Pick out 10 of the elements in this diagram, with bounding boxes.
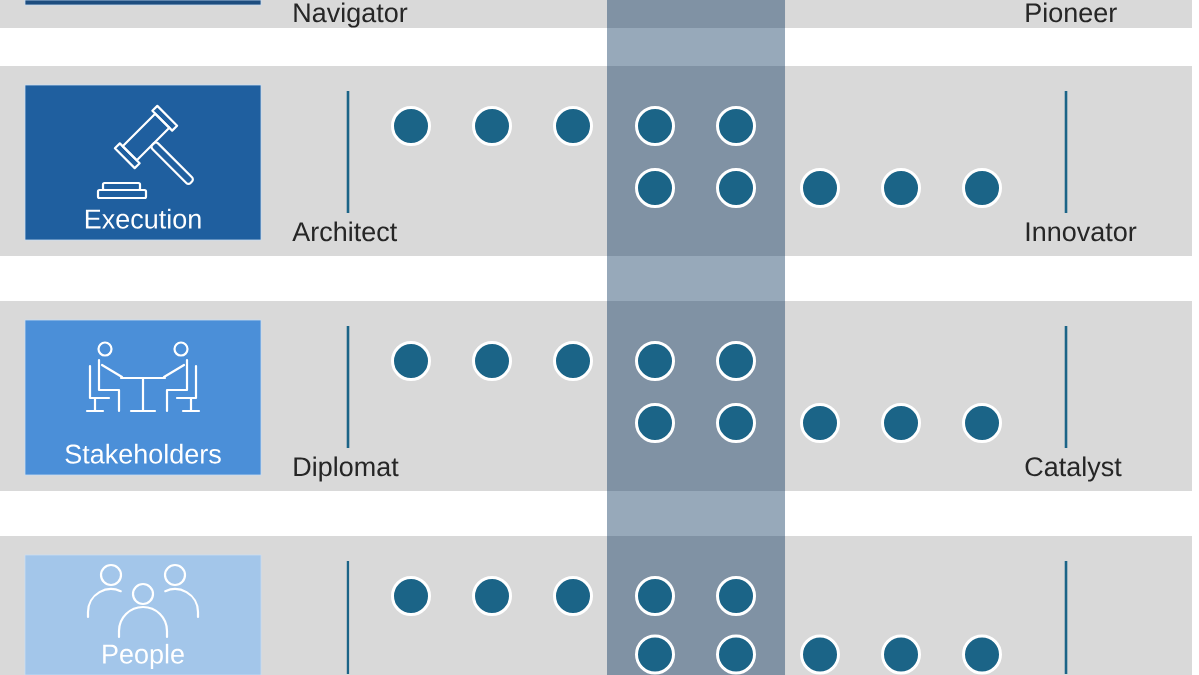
scale-end-label: Catalyst [1025,456,1122,482]
scale-end-label: Architect [292,221,398,242]
scale-end-label: Pioneer [1026,2,1117,23]
scale-end-label: Innovator [1026,222,1137,242]
category-box: Execution [24,84,262,241]
category-box: Stakeholders [24,319,262,476]
category-box [24,0,262,6]
scale-end-label: Navigator [294,2,408,28]
scale-end-label: Diplomat [294,456,399,482]
category-box: People [24,554,262,675]
